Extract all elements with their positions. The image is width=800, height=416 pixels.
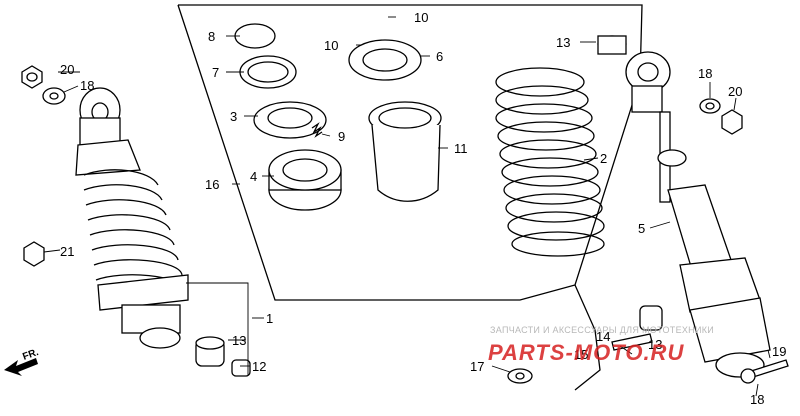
left-shock-absorber bbox=[75, 87, 189, 349]
callout-13-lower: 13 bbox=[648, 337, 662, 352]
spring-9 bbox=[311, 122, 323, 138]
collar-13-lower bbox=[639, 305, 663, 331]
callout-13-top: 13 bbox=[556, 35, 570, 50]
callout-20-left: 20 bbox=[60, 62, 74, 77]
callout-20-right: 20 bbox=[728, 84, 742, 99]
callout-12: 12 bbox=[252, 359, 266, 374]
washer-17 bbox=[507, 368, 533, 384]
right-washer-18 bbox=[699, 98, 721, 114]
ring-8 bbox=[234, 23, 276, 49]
callout-8: 8 bbox=[208, 29, 215, 44]
callout-4: 4 bbox=[250, 169, 257, 184]
bolt-19 bbox=[740, 359, 789, 384]
watermark-brand: PARTS-MOTO.RU bbox=[488, 340, 684, 365]
callout-21: 21 bbox=[60, 244, 74, 259]
callout-13-left: 13 bbox=[232, 333, 246, 348]
callout-10-mid: 10 bbox=[324, 38, 338, 53]
callout-7: 7 bbox=[212, 65, 219, 80]
bushing-13-left bbox=[195, 336, 225, 367]
leader-lines bbox=[43, 16, 771, 397]
left-nut-20 bbox=[21, 65, 43, 89]
watermark-caption: ЗАПЧАСТИ И АКСЕССУАРЫ ДЛЯ МОТОТЕХНИКИ bbox=[490, 325, 714, 335]
spring-seat-3 bbox=[253, 101, 327, 139]
callout-1: 1 bbox=[266, 311, 273, 326]
spring-2 bbox=[495, 67, 605, 257]
damper-5 bbox=[597, 35, 771, 378]
boot-11 bbox=[368, 101, 442, 202]
callout-17: 17 bbox=[470, 359, 484, 374]
callout-18-right: 18 bbox=[698, 66, 712, 81]
left-washer-18 bbox=[42, 87, 66, 105]
callout-9: 9 bbox=[338, 129, 345, 144]
callout-2: 2 bbox=[600, 151, 607, 166]
callout-18-bottom: 18 bbox=[750, 392, 764, 407]
left-nut-21 bbox=[23, 241, 45, 267]
plate-6 bbox=[348, 39, 422, 81]
right-nut-20 bbox=[721, 109, 743, 135]
callout-10-top: 10 bbox=[414, 10, 428, 25]
seal-7 bbox=[239, 55, 297, 89]
callout-6: 6 bbox=[436, 49, 443, 64]
callout-11: 11 bbox=[454, 141, 468, 156]
collar-12 bbox=[231, 359, 251, 377]
callout-14: 14 bbox=[596, 329, 610, 344]
front-arrow-icon bbox=[4, 358, 38, 376]
callout-3: 3 bbox=[230, 109, 237, 124]
front-direction-label: FR. bbox=[21, 347, 40, 363]
bracket-14-15 bbox=[574, 284, 653, 391]
callout-5: 5 bbox=[638, 221, 645, 236]
callout-19: 19 bbox=[772, 344, 786, 359]
adjuster-4 bbox=[268, 149, 342, 211]
callout-16: 16 bbox=[205, 177, 219, 192]
callout-18-left: 18 bbox=[80, 78, 94, 93]
callout-15: 15 bbox=[574, 347, 588, 362]
